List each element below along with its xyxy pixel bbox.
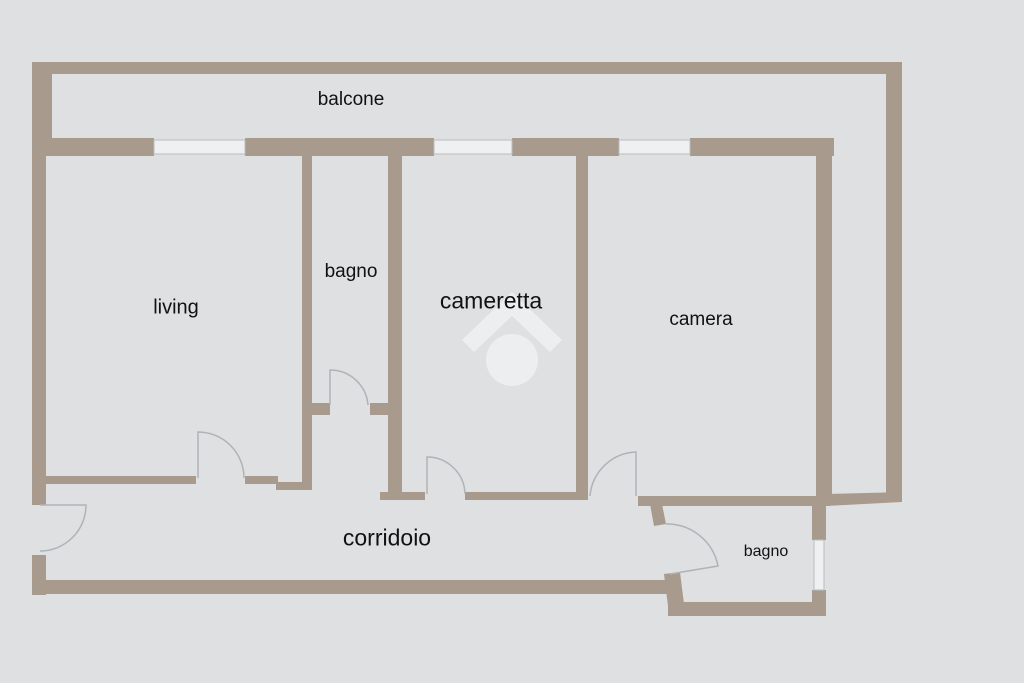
room-label-cameretta: cameretta	[439, 287, 543, 314]
room-label-living: living	[153, 296, 199, 319]
room-label-corridoio: corridoio	[342, 524, 432, 551]
windows	[153, 139, 825, 591]
room-label-balcone: balcone	[317, 89, 385, 110]
walls	[32, 62, 902, 616]
room-label-bagno-2: bagno	[743, 543, 789, 560]
house-logo-watermark	[462, 292, 562, 386]
room-label-camera: camera	[669, 309, 733, 330]
doors	[39, 369, 719, 575]
room-label-bagno: bagno	[324, 261, 378, 282]
